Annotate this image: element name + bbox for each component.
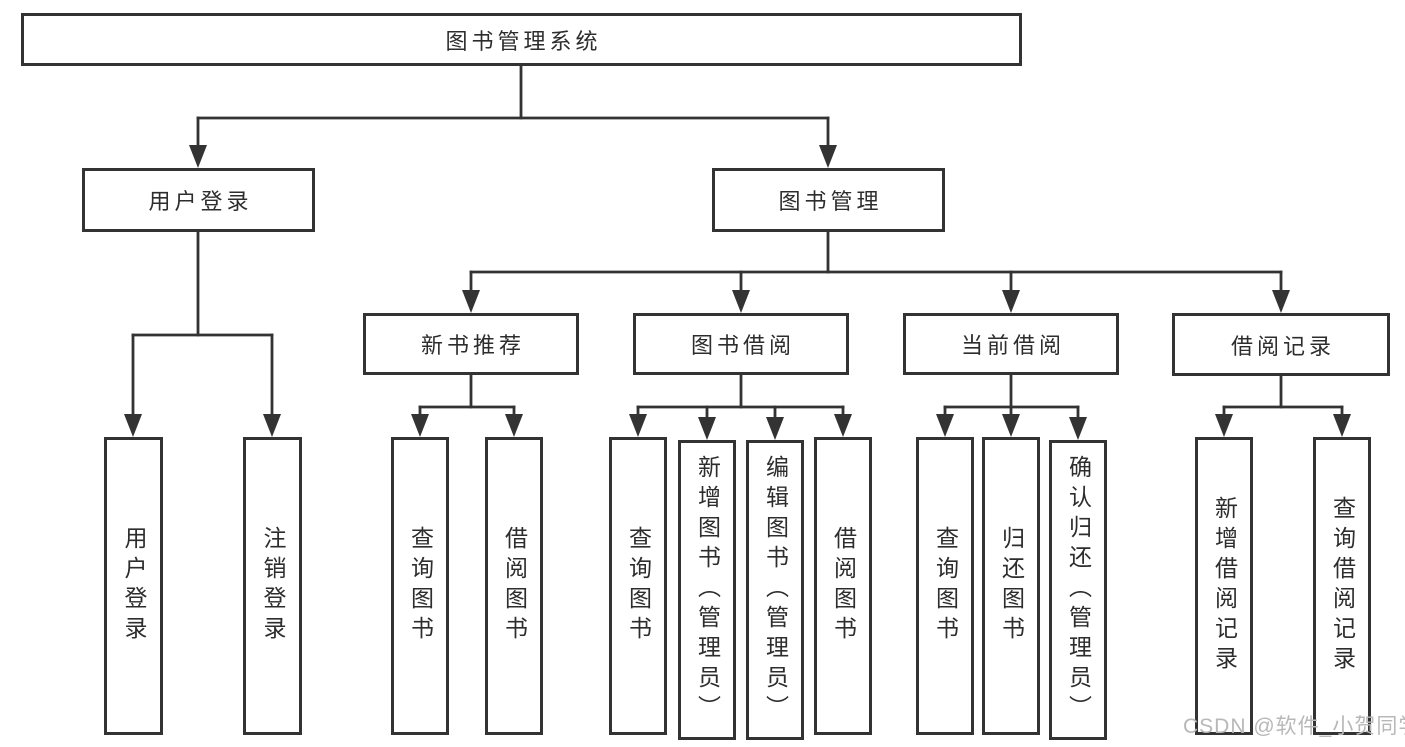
leaf-edit-book-admin: 编辑图书（管理员） [746,440,804,740]
leaf-borrow-book-under-borrow: 借阅图书 [814,437,872,735]
leaf-query-book-under-borrow: 查询图书 [609,437,667,735]
node-user-login: 用户登录 [82,168,315,232]
node-borrow-record: 借阅记录 [1172,313,1390,376]
node-book-management: 图书管理 [712,168,945,232]
node-current-borrow: 当前借阅 [903,313,1119,375]
leaf-confirm-return-admin: 确认归还（管理员） [1049,440,1107,740]
leaf-add-borrow-record: 新增借阅记录 [1195,437,1253,735]
leaf-borrow-book-under-recommend: 借阅图书 [485,437,543,735]
leaf-user-login: 用户登录 [104,437,163,735]
arrowhead-icons [124,145,1351,440]
node-root-system: 图书管理系统 [21,13,1022,66]
leaf-query-borrow-record: 查询借阅记录 [1313,437,1371,735]
csdn-watermark: CSDN @软件_小贺同学 [1183,715,1405,738]
leaf-query-book-under-recommend: 查询图书 [391,437,449,735]
node-book-borrow: 图书借阅 [633,313,849,375]
leaf-return-book: 归还图书 [982,437,1040,735]
leaf-query-book-under-current: 查询图书 [916,437,974,735]
node-new-book-recommend: 新书推荐 [363,313,579,375]
leaf-logout: 注销登录 [243,437,302,735]
leaf-add-book-admin: 新增图书（管理员） [678,440,736,740]
